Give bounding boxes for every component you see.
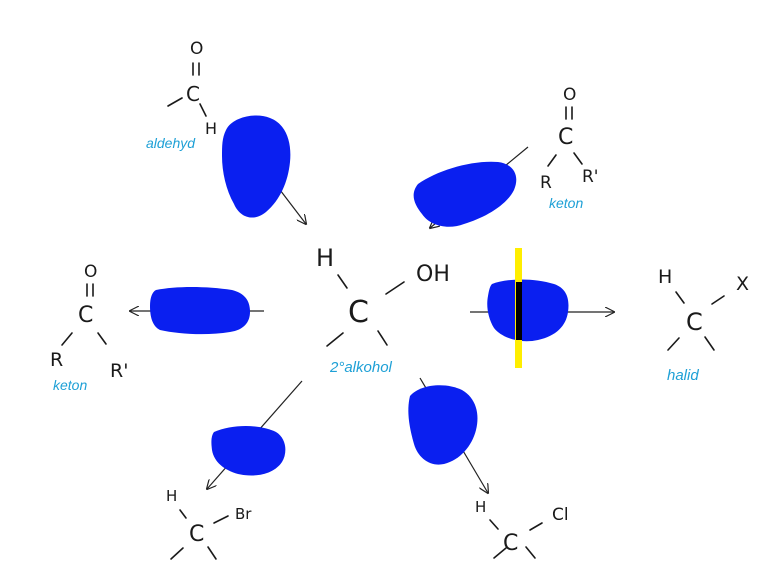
ketone-left-structure: O C R R' keton (50, 262, 128, 393)
aldehyde-o: O (190, 39, 203, 59)
ketone-top-r: R (540, 173, 552, 193)
ketone-left-label: keton (53, 377, 87, 393)
ketone-left-r2: R' (110, 360, 128, 382)
center-alcohol: H C OH 2°alkohol (316, 244, 450, 376)
scribble-right-arrow (487, 279, 569, 342)
chloride-cl: Cl (552, 505, 569, 525)
bromide-structure: H C Br (166, 487, 252, 560)
halide-c: C (686, 308, 703, 336)
ketone-top-r2: R' (582, 167, 599, 187)
center-h: H (316, 244, 334, 272)
aldehyde-c: C (186, 82, 200, 106)
scribble-ketone-arrow (413, 161, 517, 227)
center-oh: OH (416, 262, 450, 287)
chloride-h: H (475, 498, 486, 516)
halide-label: halid (667, 367, 699, 384)
center-bond-right (377, 330, 388, 346)
center-bond-left (326, 332, 344, 347)
center-bond-h (337, 274, 348, 289)
center-bond-oh (385, 281, 405, 295)
center-c: C (348, 295, 369, 330)
halide-x: X (736, 273, 749, 295)
ketone-left-c: C (78, 303, 93, 328)
bromide-c: C (189, 522, 204, 547)
scribble-bromide-arrow (211, 426, 286, 476)
center-label: 2°alkohol (329, 359, 393, 376)
ketone-left-o: O (84, 262, 97, 282)
highlight-marker (515, 248, 522, 368)
bromide-h: H (166, 487, 177, 505)
halide-h: H (658, 266, 672, 288)
scribble-left-arrow (150, 287, 250, 335)
chloride-c: C (503, 531, 518, 556)
ketone-top-label: keton (549, 195, 583, 211)
ketone-top-c: C (558, 125, 573, 150)
ketone-top-o: O (563, 85, 576, 105)
redaction-scribbles (150, 115, 569, 476)
ketone-left-r: R (50, 349, 63, 371)
aldehyde-structure: O C H aldehyd (146, 39, 217, 151)
bromide-br: Br (235, 505, 252, 523)
chloride-structure: H C Cl (475, 498, 569, 559)
aldehyde-h: H (205, 119, 217, 138)
black-bar-stroke (516, 282, 522, 340)
aldehyde-label: aldehyd (146, 135, 196, 151)
scribble-aldehyde-arrow (222, 115, 291, 218)
ketone-top-right-structure: O C R R' keton (540, 85, 599, 211)
halide-structure: H C X halid (658, 266, 749, 384)
scribble-chloride-arrow (408, 385, 478, 465)
